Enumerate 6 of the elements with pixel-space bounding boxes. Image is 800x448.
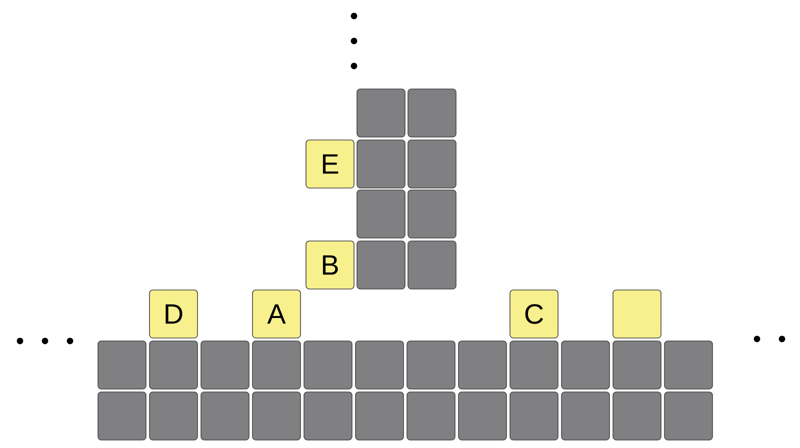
empty-box xyxy=(612,290,662,338)
letter-box: B xyxy=(306,240,354,290)
letter-box: C xyxy=(510,290,558,338)
letter-box: A xyxy=(252,290,301,338)
letter-box: E xyxy=(306,140,354,188)
letter-box: D xyxy=(149,290,198,338)
